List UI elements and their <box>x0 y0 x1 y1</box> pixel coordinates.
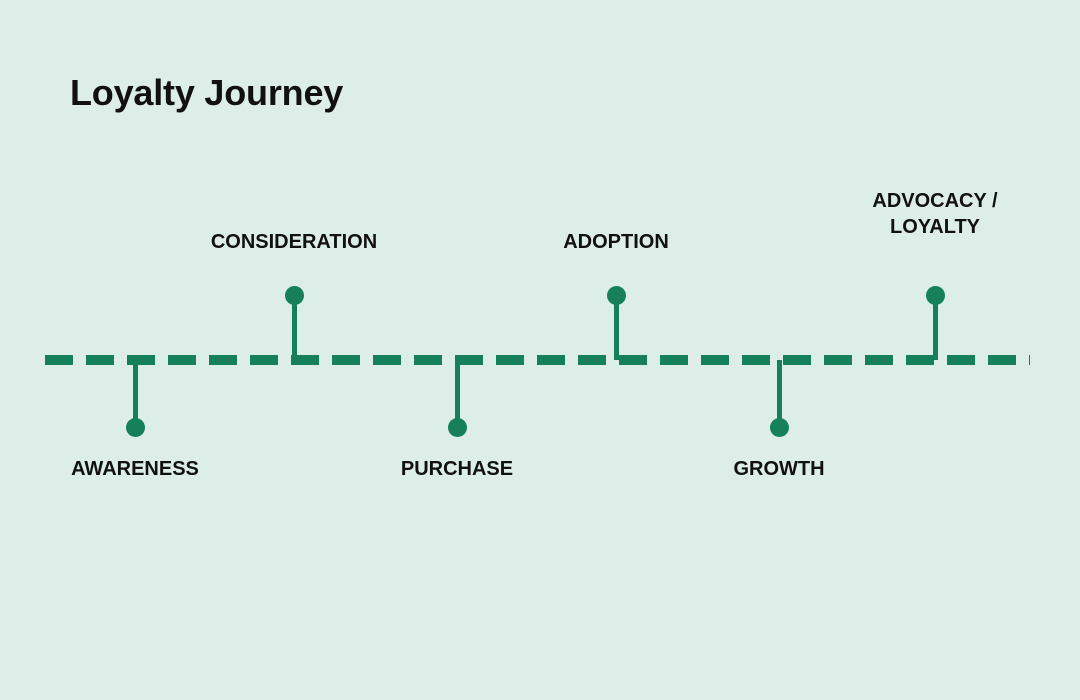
timeline-label-adoption: ADOPTION <box>563 231 669 253</box>
timeline-label-consideration: CONSIDERATION <box>210 231 378 253</box>
marker-stem-advocacy-loyalty <box>932 295 938 360</box>
timeline-label-purchase: PURCHASE <box>400 458 514 480</box>
page-title: Loyalty Journey <box>70 72 344 113</box>
timeline-label-advocacy-loyalty: ADVOCACY / LOYALTY <box>872 190 998 239</box>
timeline-label-awareness: AWARENESS <box>71 458 199 480</box>
timeline-label-growth: GROWTH <box>733 458 825 480</box>
marker-stem-growth <box>776 360 782 427</box>
marker-stem-awareness <box>132 360 138 427</box>
marker-dot-purchase[interactable] <box>447 417 467 437</box>
marker-dot-adoption[interactable] <box>606 285 626 305</box>
marker-dot-awareness[interactable] <box>125 417 145 437</box>
timeline-axis <box>45 355 1030 365</box>
marker-stem-adoption <box>613 295 619 360</box>
marker-dot-consideration[interactable] <box>284 285 304 305</box>
marker-stem-purchase <box>454 360 460 427</box>
marker-dot-advocacy-loyalty[interactable] <box>925 285 945 305</box>
marker-dot-growth[interactable] <box>769 417 789 437</box>
marker-stem-consideration <box>291 295 297 360</box>
